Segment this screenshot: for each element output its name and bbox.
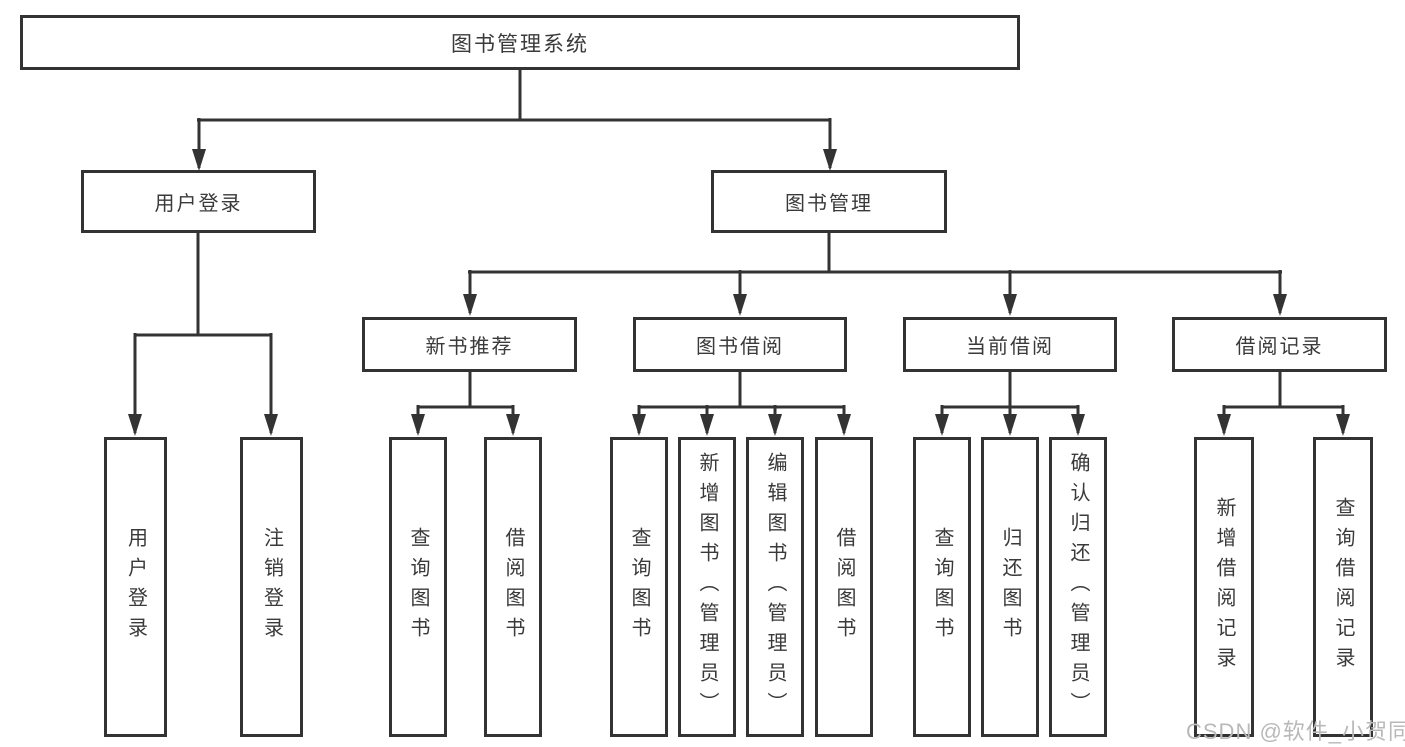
node-leaf-query-books-recommend: 查询图书: [389, 437, 447, 737]
node-label: 新书推荐: [425, 336, 514, 358]
node-new-book-recommendation: 新书推荐: [362, 317, 577, 372]
node-leaf-query-books-current: 查询图书: [913, 437, 971, 737]
node-label: 查询图书: [931, 527, 953, 647]
node-current-borrowing: 当前借阅: [903, 317, 1117, 372]
node-label: 用户登录: [154, 193, 243, 215]
node-leaf-query-borrow-record: 查询借阅记录: [1313, 437, 1373, 737]
node-leaf-add-borrow-record: 新增借阅记录: [1194, 437, 1254, 737]
node-label: 查询图书: [628, 527, 650, 647]
node-label: 借阅图书: [502, 527, 524, 647]
node-leaf-borrow-books-recommend: 借阅图书: [484, 437, 542, 737]
node-label: 查询借阅记录: [1332, 497, 1354, 677]
node-leaf-confirm-return-admin: 确认归还（管理员）: [1049, 437, 1107, 737]
node-label: 新增借阅记录: [1213, 497, 1235, 677]
node-label: 用户登录: [124, 527, 147, 647]
csdn-watermark: CSDN @软件_小贺同学: [1186, 719, 1405, 744]
node-leaf-edit-book-admin: 编辑图书（管理员）: [746, 437, 804, 737]
node-book-management: 图书管理: [711, 170, 947, 233]
node-label: 图书管理系统: [451, 32, 589, 56]
node-label: 编辑图书（管理员）: [764, 452, 786, 722]
node-leaf-logout: 注销登录: [240, 437, 303, 737]
node-label: 借阅记录: [1235, 336, 1324, 358]
node-borrowing-records: 借阅记录: [1172, 317, 1387, 372]
node-label: 当前借阅: [966, 336, 1054, 358]
node-leaf-query-books-borrowing: 查询图书: [610, 437, 668, 737]
node-leaf-add-book-admin: 新增图书（管理员）: [678, 437, 736, 737]
node-label: 确认归还（管理员）: [1067, 452, 1089, 722]
node-label: 注销登录: [260, 527, 283, 647]
node-library-management-system: 图书管理系统: [20, 15, 1020, 70]
node-user-login: 用户登录: [81, 170, 316, 233]
node-label: 借阅图书: [833, 527, 855, 647]
node-label: 归还图书: [999, 527, 1021, 647]
node-book-borrowing: 图书借阅: [633, 317, 847, 372]
node-label: 新增图书（管理员）: [696, 452, 718, 722]
node-leaf-return-books: 归还图书: [981, 437, 1039, 737]
node-label: 查询图书: [407, 527, 429, 647]
node-label: 图书借阅: [696, 336, 784, 358]
node-leaf-user-login: 用户登录: [104, 437, 167, 737]
node-leaf-borrow-books: 借阅图书: [815, 437, 873, 737]
node-label: 图书管理: [785, 193, 873, 215]
